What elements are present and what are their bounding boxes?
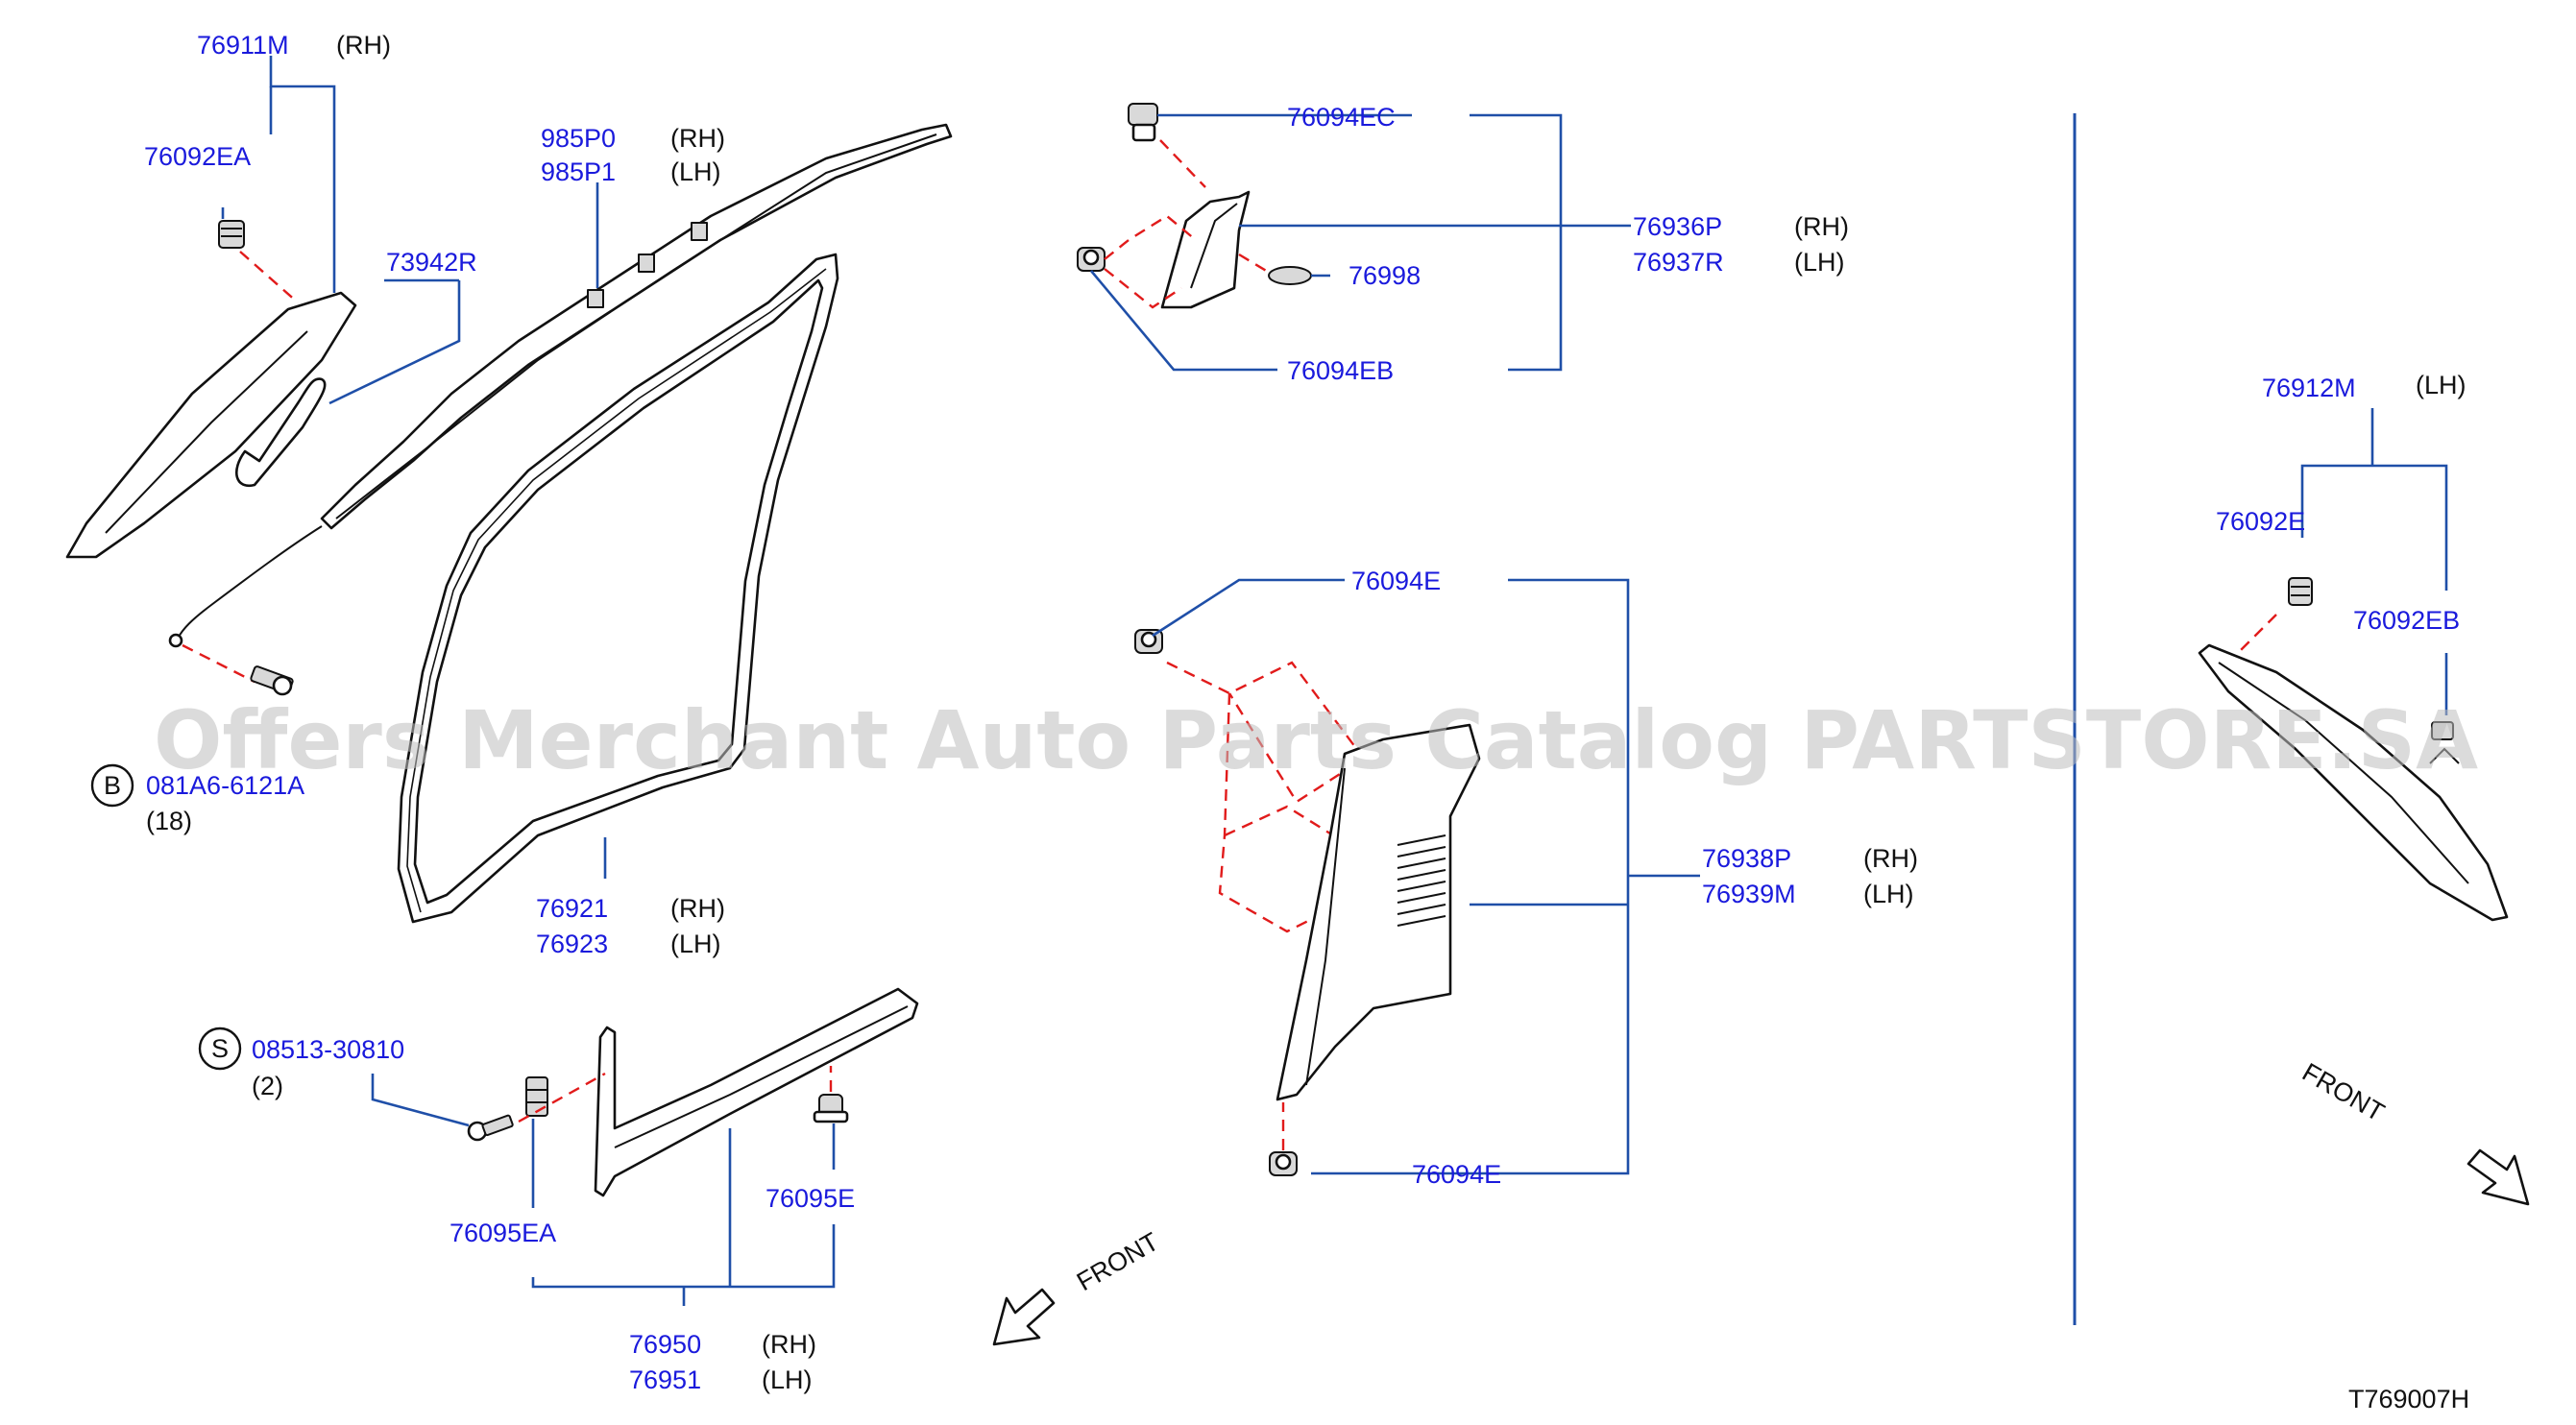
label-screw-s-number[interactable]: 08513-30810 bbox=[252, 1035, 404, 1064]
front-label-left: FRONT bbox=[1072, 1227, 1164, 1296]
label-weatherstrip-side-2: (LH) bbox=[670, 930, 721, 958]
label-assist-grip[interactable]: 73942R bbox=[386, 248, 477, 277]
label-kicking-plate-side-2: (LH) bbox=[762, 1365, 813, 1394]
lower-clip-bottom-part[interactable] bbox=[1269, 1151, 1298, 1176]
label-airbag-number-2[interactable]: 985P1 bbox=[541, 157, 616, 186]
label-weatherstrip-number-1[interactable]: 76921 bbox=[536, 894, 608, 923]
screw-s-part[interactable] bbox=[467, 1114, 514, 1142]
svg-text:S: S bbox=[211, 1034, 229, 1063]
lh-pillar-clip-part[interactable] bbox=[2288, 577, 2313, 606]
seal-cap-part[interactable] bbox=[1268, 266, 1312, 285]
label-seal-cap[interactable]: 76998 bbox=[1349, 261, 1421, 290]
label-weatherstrip-number-2[interactable]: 76923 bbox=[536, 930, 608, 958]
diagram-code: T769007H bbox=[2348, 1385, 2469, 1413]
label-upper-clip-eb[interactable]: 76094EB bbox=[1287, 356, 1394, 385]
label-lower-trim-number-2[interactable]: 76939M bbox=[1702, 880, 1796, 908]
label-kicking-plate-side-1: (RH) bbox=[762, 1330, 816, 1359]
label-lh-pillar-side: (LH) bbox=[2416, 371, 2467, 399]
front-arrow-left: FRONT bbox=[992, 1227, 1164, 1346]
lh-pillar-trim-part[interactable] bbox=[2198, 643, 2509, 922]
label-lower-clip-bottom[interactable]: 76094E bbox=[1412, 1160, 1501, 1189]
label-kicking-plate-number-1[interactable]: 76950 bbox=[629, 1330, 701, 1359]
label-bolt-b-number[interactable]: 081A6-6121A bbox=[146, 771, 304, 800]
upper-clip-ec-part[interactable] bbox=[1128, 103, 1158, 142]
label-airbag-number-1[interactable]: 985P0 bbox=[541, 124, 616, 153]
label-weatherstrip-side-1: (RH) bbox=[670, 894, 725, 923]
label-lower-trim-side-2: (LH) bbox=[1863, 880, 1914, 908]
label-upper-trim-number-2[interactable]: 76937R bbox=[1633, 248, 1724, 277]
kicking-plate-clip-part[interactable] bbox=[813, 1094, 849, 1123]
label-a-pillar-number[interactable]: 76911M bbox=[197, 31, 289, 60]
label-upper-trim-side-2: (LH) bbox=[1794, 248, 1845, 277]
a-pillar-clip-part[interactable] bbox=[218, 220, 245, 249]
label-bolt-b-qty: (18) bbox=[146, 807, 192, 835]
door-weatherstrip-group bbox=[397, 253, 839, 924]
label-a-pillar-side: (RH) bbox=[336, 31, 391, 60]
label-upper-trim-number-1[interactable]: 76936P bbox=[1633, 212, 1722, 241]
label-kicking-clip[interactable]: 76095E bbox=[766, 1184, 855, 1213]
kicking-plate-part[interactable] bbox=[594, 987, 919, 1197]
label-kicking-clip-a[interactable]: 76095EA bbox=[450, 1219, 556, 1247]
label-lh-pillar-clip[interactable]: 76092E bbox=[2216, 507, 2305, 536]
label-lower-clip-top[interactable]: 76094E bbox=[1351, 567, 1441, 595]
assist-grip-part[interactable] bbox=[235, 377, 327, 488]
screw-symbol-s: S bbox=[198, 1026, 242, 1071]
kicking-plate-group bbox=[371, 987, 919, 1306]
kicking-plate-clip-a-part[interactable] bbox=[525, 1076, 548, 1117]
lh-pillar-group bbox=[2198, 408, 2509, 922]
lh-pillar-clip-b-part[interactable] bbox=[2429, 721, 2460, 764]
label-upper-clip-ec[interactable]: 76094EC bbox=[1287, 103, 1396, 132]
lower-trim-vent bbox=[1397, 834, 1446, 927]
upper-trim-group bbox=[1077, 103, 1631, 372]
bolt-b-part[interactable] bbox=[250, 665, 294, 696]
label-lh-pillar-number[interactable]: 76912M bbox=[2262, 374, 2356, 402]
label-lh-pillar-clip-b[interactable]: 76092EB bbox=[2353, 606, 2460, 635]
label-airbag-side-1: (RH) bbox=[670, 124, 725, 153]
label-lower-trim-side-1: (RH) bbox=[1863, 844, 1918, 873]
a-pillar-group bbox=[65, 56, 461, 559]
label-upper-trim-side-1: (RH) bbox=[1794, 212, 1849, 241]
lower-clip-top-part[interactable] bbox=[1134, 629, 1163, 654]
watermark: Offers Merchant Auto Parts Catalog PARTS… bbox=[154, 693, 2478, 787]
front-arrow-right: FRONT bbox=[2297, 1057, 2530, 1206]
lower-trim-group bbox=[1134, 578, 1700, 1176]
label-screw-s-qty: (2) bbox=[252, 1072, 283, 1100]
label-lower-trim-number-1[interactable]: 76938P bbox=[1702, 844, 1791, 873]
label-a-pillar-clip[interactable]: 76092EA bbox=[144, 142, 251, 171]
label-airbag-side-2: (LH) bbox=[670, 157, 721, 186]
a-pillar-trim-part[interactable] bbox=[65, 291, 357, 559]
curtain-airbag-group bbox=[168, 123, 953, 696]
front-label-right: FRONT bbox=[2297, 1057, 2390, 1126]
bolt-symbol-b: B bbox=[90, 763, 134, 808]
lower-trim-part[interactable] bbox=[1276, 723, 1481, 1101]
label-kicking-plate-number-2[interactable]: 76951 bbox=[629, 1365, 701, 1394]
upper-clip-eb-part[interactable] bbox=[1077, 247, 1106, 272]
svg-text:B: B bbox=[104, 771, 121, 800]
